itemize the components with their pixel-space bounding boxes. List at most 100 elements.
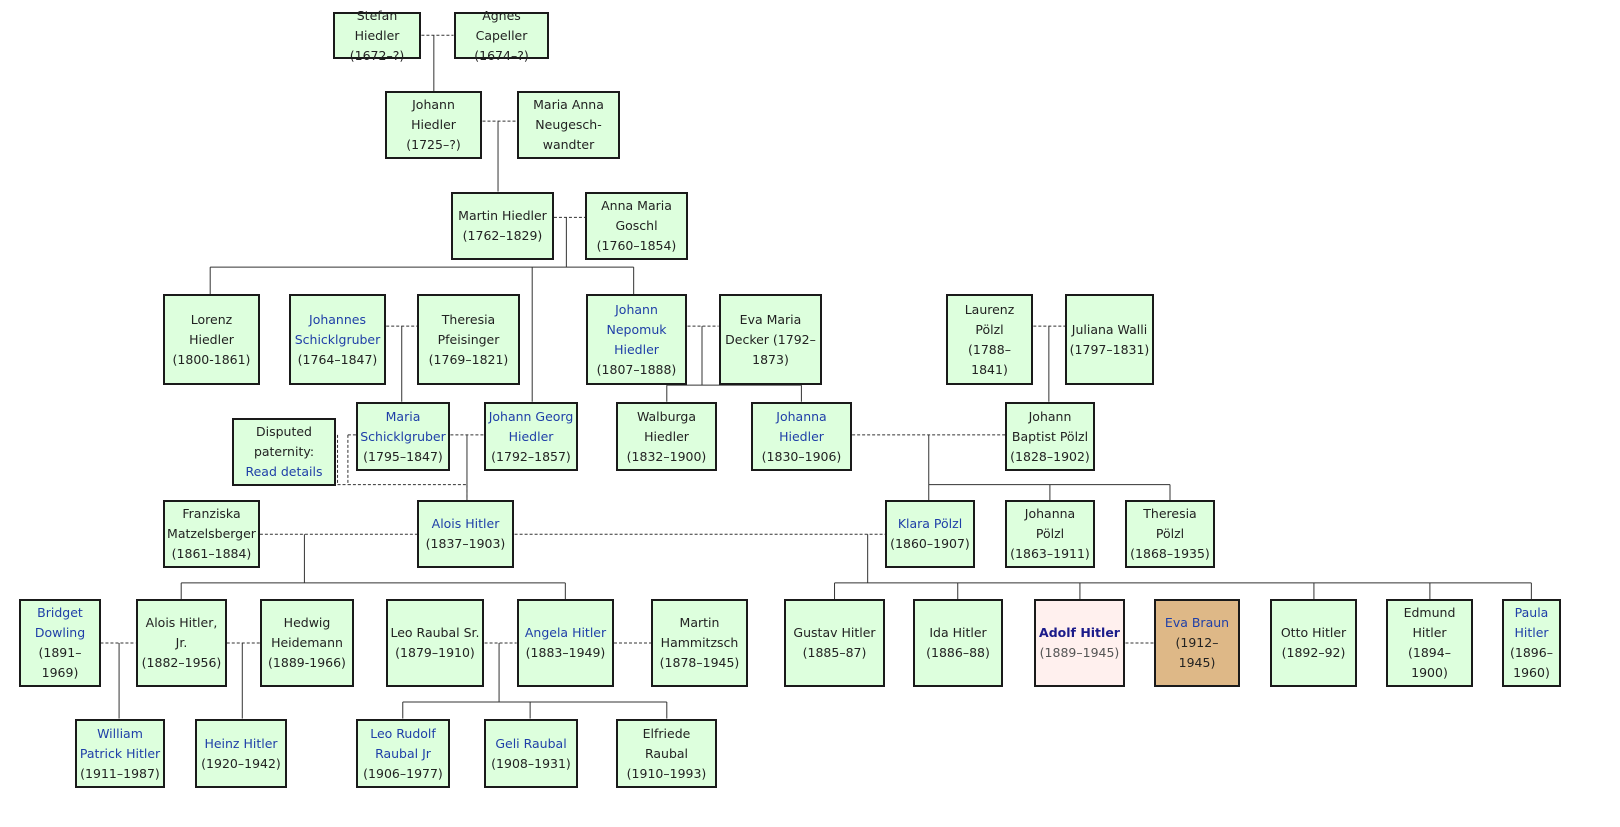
person-dates: (1911–1987) <box>80 765 160 781</box>
person-dates: (1885–87) <box>802 645 867 660</box>
person-dates: (1868–1935) <box>1130 546 1210 561</box>
person-name: Adolf Hitler <box>1039 625 1120 640</box>
person-box-angela-hitler[interactable]: Angela Hitler (1883–1949) <box>517 599 614 687</box>
person-dates: (1860–1907) <box>890 536 970 551</box>
person-box-eva-maria-decker-1792-1873: Eva Maria Decker (1792–1873) <box>719 294 822 385</box>
person-box-bridget-dowling[interactable]: Bridget Dowling (1891–1969) <box>19 599 101 687</box>
person-name[interactable]: Johann Georg Hiedler <box>488 408 574 444</box>
person-dates: (1878–1945) <box>659 655 740 670</box>
person-box-juliana-walli: Juliana Walli (1797–1831) <box>1065 294 1154 385</box>
person-box-geli-raubal[interactable]: Geli Raubal (1908–1931) <box>484 719 578 788</box>
person-name: Hedwig Heidemann <box>271 615 343 650</box>
person-dates: (1889-1966) <box>268 655 346 670</box>
person-name: Johanna Pölzl <box>1024 506 1076 541</box>
person-box-laurenz-p-lzl: Laurenz Pölzl (1788–1841) <box>946 294 1033 385</box>
person-name[interactable]: Heinz Hitler <box>204 735 278 751</box>
person-dates: (1807–1888) <box>596 361 677 377</box>
person-name: Franziska Matzelsberger <box>167 506 256 541</box>
person-name[interactable]: Alois Hitler <box>431 516 500 531</box>
person-dates: (1788–1841) <box>968 341 1011 377</box>
person-box-theresia-pfeisinger: Theresia Pfeisinger (1769–1821) <box>417 294 520 385</box>
person-name[interactable]: Johann Nepomuk Hiedler <box>606 301 667 357</box>
person-name: Theresia Pfeisinger <box>437 311 500 347</box>
person-box-johann-nepomuk-hiedler[interactable]: Johann Nepomuk Hiedler (1807–1888) <box>586 294 687 385</box>
person-dates: (1837–1903) <box>425 536 506 551</box>
person-name[interactable]: Leo Rudolf Raubal Jr <box>370 725 436 761</box>
person-dates: (1891–1969) <box>38 645 82 680</box>
person-name: Johann Baptist Pölzl <box>1011 408 1089 444</box>
person-box-heinz-hitler[interactable]: Heinz Hitler(1920–1942) <box>195 719 287 788</box>
read-details-link[interactable]: Read details <box>245 464 323 479</box>
person-name: Laurenz Pölzl <box>964 301 1015 337</box>
person-dates: (1882–1956) <box>141 655 222 670</box>
person-box-edmund-hitler: Edmund Hitler (1894–1900) <box>1386 599 1473 687</box>
person-box-alois-hitler-jr: Alois Hitler, Jr. (1882–1956) <box>136 599 227 687</box>
person-name[interactable]: Johanna Hiedler <box>776 408 827 444</box>
person-dates: (1863–1911) <box>1010 546 1090 561</box>
person-dates: (1908–1931) <box>491 755 571 771</box>
person-dates: (1879–1910) <box>395 645 475 660</box>
person-box-adolf-hitler: Adolf Hitler (1889–1945) <box>1034 599 1125 687</box>
person-name: Elfriede Raubal <box>642 725 691 761</box>
person-dates: (1886–88) <box>926 645 990 660</box>
person-name[interactable]: William Patrick Hitler <box>79 725 161 761</box>
person-name: Eva Maria Decker (1792–1873) <box>725 311 816 367</box>
person-name: Alois Hitler, Jr. <box>145 615 218 650</box>
person-dates: (1764–1847) <box>297 351 378 367</box>
person-dates: (1760–1854) <box>596 238 677 253</box>
person-dates: (1889–1945) <box>1039 645 1120 660</box>
person-dates: (1830–1906) <box>761 448 842 464</box>
person-box-maria-anna-neugesch-wandter: Maria Anna Neugesch-wandter <box>517 91 620 159</box>
person-box-william-patrick-hitler[interactable]: William Patrick Hitler (1911–1987) <box>75 719 165 788</box>
person-box-agnes-capeller: Agnes Capeller(1674–?) <box>454 8 549 63</box>
person-name: Martin Hammitzsch <box>660 615 739 650</box>
person-box-paula-hitler[interactable]: Paula Hitler(1896–1960) <box>1502 599 1561 687</box>
person-box-theresia-p-lzl: Theresia Pölzl (1868–1935) <box>1125 500 1215 568</box>
person-box-johannes-schicklgruber[interactable]: Johannes Schicklgruber (1764–1847) <box>289 294 386 385</box>
person-name[interactable]: Eva Braun <box>1164 615 1230 630</box>
person-box-johanna-hiedler[interactable]: Johanna Hiedler (1830–1906) <box>751 402 852 471</box>
person-box-elfriede-raubal: Elfriede Raubal(1910–1993) <box>616 719 717 788</box>
disputed-paternity-label: Disputed paternity: <box>253 424 315 459</box>
person-dates: (1769–1821) <box>428 351 509 367</box>
person-dates: (1795–1847) <box>363 448 443 464</box>
person-dates: (1674–?) <box>474 47 529 63</box>
person-box-anna-maria-goschl: Anna Maria Goschl(1760–1854) <box>585 192 688 260</box>
person-box-alois-hitler[interactable]: Alois Hitler (1837–1903) <box>417 500 514 568</box>
person-name[interactable]: Paula Hitler <box>1514 605 1549 640</box>
person-box-maria-schicklgruber[interactable]: Maria Schicklgruber (1795–1847) <box>356 402 450 471</box>
person-name: Ida Hitler <box>929 625 987 640</box>
person-name: Leo Raubal Sr. <box>390 625 480 640</box>
person-name: Edmund Hitler <box>1403 605 1456 640</box>
person-box-martin-hammitzsch: Martin Hammitzsch (1878–1945) <box>651 599 748 687</box>
person-name[interactable]: Klara Pölzl <box>897 516 963 531</box>
person-name[interactable]: Johannes Schicklgruber <box>294 311 381 347</box>
person-name[interactable]: Maria Schicklgruber <box>360 408 446 444</box>
person-dates: (1797–1831) <box>1069 341 1150 357</box>
person-name: Theresia Pölzl <box>1143 506 1197 541</box>
person-dates: (1883–1949) <box>525 645 606 660</box>
person-name: Lorenz Hiedler <box>189 311 234 347</box>
person-dates: (1892–92) <box>1281 645 1346 660</box>
person-box-klara-p-lzl[interactable]: Klara Pölzl (1860–1907) <box>885 500 975 568</box>
person-dates: (1906–1977) <box>363 765 443 781</box>
person-box-franziska-matzelsberger: Franziska Matzelsberger(1861–1884) <box>163 500 260 568</box>
person-name[interactable]: Angela Hitler <box>524 625 607 640</box>
person-dates: (1725–?) <box>406 137 461 152</box>
person-box-ida-hitler: Ida Hitler (1886–88) <box>913 599 1003 687</box>
person-name: Juliana Walli <box>1071 321 1148 337</box>
person-box-johann-georg-hiedler[interactable]: Johann Georg Hiedler (1792–1857) <box>484 402 578 471</box>
person-dates: (1792–1857) <box>491 448 571 464</box>
person-name[interactable]: Geli Raubal <box>495 735 567 751</box>
person-dates: (1894–1900) <box>1408 645 1451 680</box>
person-dates: (1832–1900) <box>626 448 707 464</box>
person-box-martin-hiedler: Martin Hiedler(1762–1829) <box>451 192 554 260</box>
person-box-eva-braun[interactable]: Eva Braun (1912–1945) <box>1154 599 1240 687</box>
person-box-otto-hitler: Otto Hitler(1892–92) <box>1270 599 1357 687</box>
person-box-leo-rudolf-raubal-jr[interactable]: Leo Rudolf Raubal Jr (1906–1977) <box>356 719 450 788</box>
person-box-gustav-hitler: Gustav Hitler(1885–87) <box>784 599 885 687</box>
person-dates: (1912–1945) <box>1175 635 1219 670</box>
person-name[interactable]: Bridget Dowling <box>34 605 86 640</box>
